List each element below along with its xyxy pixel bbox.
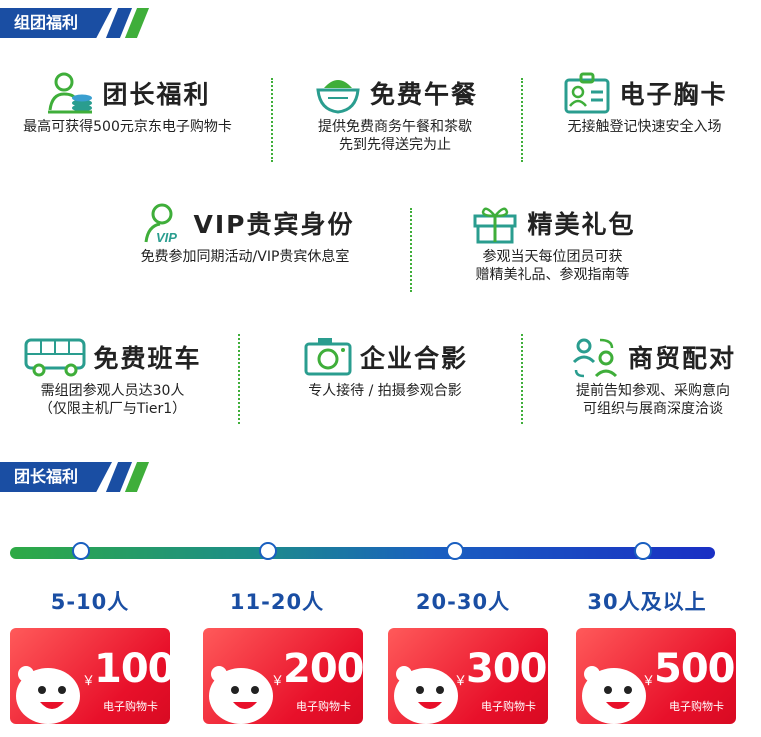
- benefit-title: 团长福利: [102, 80, 211, 109]
- benefit-matching: 商贸配对 提前告知参观、采购意向 可组织与展商深度洽谈: [545, 334, 761, 418]
- card-label: 电子购物卡: [481, 700, 536, 713]
- gift-icon: [473, 207, 517, 244]
- gift-card-100: ￥ 100 电子购物卡: [10, 628, 170, 724]
- currency-symbol: ￥: [454, 674, 468, 689]
- camera-icon: [304, 338, 352, 376]
- card-label: 电子购物卡: [296, 700, 351, 713]
- tier-marker: [446, 542, 464, 560]
- tier-marker: [259, 542, 277, 560]
- benefit-title: 商贸配对: [627, 344, 736, 373]
- benefit-photo: 企业合影 专人接待 / 拍摄参观合影: [255, 334, 515, 400]
- benefit-leader: 团长福利 最高可获得500元京东电子购物卡: [0, 70, 255, 136]
- tier-label: 20-30人: [415, 590, 511, 614]
- benefit-desc: 参观当天每位团员可获 赠精美礼品、参观指南等: [475, 249, 630, 283]
- tier-marker: [72, 542, 90, 560]
- gift-card-500: ￥ 500 电子购物卡: [576, 628, 736, 724]
- benefit-shuttle: 免费班车 需组团参观人员达30人 （仅限主机厂与Tier1）: [0, 334, 225, 418]
- benefit-ebadge: 电子胸卡 无接触登记快速安全入场: [528, 70, 761, 136]
- section-header-group-benefits: 组团福利: [0, 8, 170, 38]
- benefit-title: 免费班车: [93, 344, 202, 373]
- benefit-desc: 免费参加同期活动/VIP贵宾休息室: [140, 249, 350, 265]
- currency-symbol: ￥: [82, 674, 96, 689]
- card-amount: 200: [283, 646, 363, 692]
- leader-coins-icon: [48, 72, 93, 114]
- benefit-desc: 专人接待 / 拍摄参观合影: [308, 383, 462, 399]
- card-amount: 500: [654, 646, 735, 692]
- gift-card-200: ￥ 200 电子购物卡: [203, 628, 363, 724]
- benefit-gift: 精美礼包 参观当天每位团员可获 赠精美礼品、参观指南等: [425, 200, 680, 284]
- divider: [410, 208, 412, 292]
- divider: [521, 334, 523, 424]
- benefit-title: 电子胸卡: [619, 80, 728, 109]
- card-label: 电子购物卡: [669, 700, 724, 713]
- divider: [521, 78, 523, 162]
- tier-progress-track: [10, 547, 715, 559]
- benefit-title: 企业合影: [359, 344, 468, 373]
- divider: [238, 334, 240, 424]
- benefit-desc: 提供免费商务午餐和茶歇 先到先得送完为止: [318, 119, 472, 153]
- bowl-icon: [316, 80, 360, 114]
- tier-label: 11-20人: [229, 590, 325, 614]
- tier-label: 30人及以上: [587, 590, 707, 614]
- vip-icon-text: VIP: [156, 230, 177, 245]
- currency-symbol: ￥: [642, 674, 656, 689]
- card-label: 电子购物卡: [103, 700, 158, 713]
- benefit-desc: 提前告知参观、采购意向 可组织与展商深度洽谈: [576, 383, 730, 417]
- benefit-title: 精美礼包: [527, 210, 636, 239]
- tier-label: 5-10人: [50, 590, 130, 614]
- gift-card-300: ￥ 300 电子购物卡: [388, 628, 548, 724]
- section-header-leader-benefits: 团长福利: [0, 462, 170, 492]
- vip-person-icon: VIP: [144, 203, 177, 245]
- mascot-icon: [394, 666, 458, 724]
- benefit-desc: 最高可获得500元京东电子购物卡: [23, 119, 232, 135]
- currency-symbol: ￥: [271, 674, 285, 689]
- badge-icon: [564, 72, 610, 114]
- mascot-icon: [582, 666, 646, 724]
- benefit-lunch: 免费午餐 提供免费商务午餐和茶歇 先到先得送完为止: [275, 70, 515, 154]
- card-amount: 100: [94, 646, 170, 692]
- benefit-desc: 需组团参观人员达30人 （仅限主机厂与Tier1）: [38, 383, 187, 417]
- divider: [271, 78, 273, 162]
- bus-icon: [24, 338, 86, 377]
- mascot-icon: [16, 666, 80, 724]
- benefit-title: VIP贵宾身份: [193, 210, 355, 239]
- section-title: 组团福利: [0, 8, 112, 38]
- section-title: 团长福利: [0, 462, 112, 492]
- matching-icon: [572, 338, 618, 378]
- card-amount: 300: [466, 646, 547, 692]
- tier-marker: [634, 542, 652, 560]
- benefit-vip: VIP VIP贵宾身份 免费参加同期活动/VIP贵宾休息室: [95, 200, 395, 266]
- benefit-desc: 无接触登记快速安全入场: [567, 119, 722, 135]
- mascot-icon: [209, 666, 273, 724]
- benefit-title: 免费午餐: [369, 80, 478, 109]
